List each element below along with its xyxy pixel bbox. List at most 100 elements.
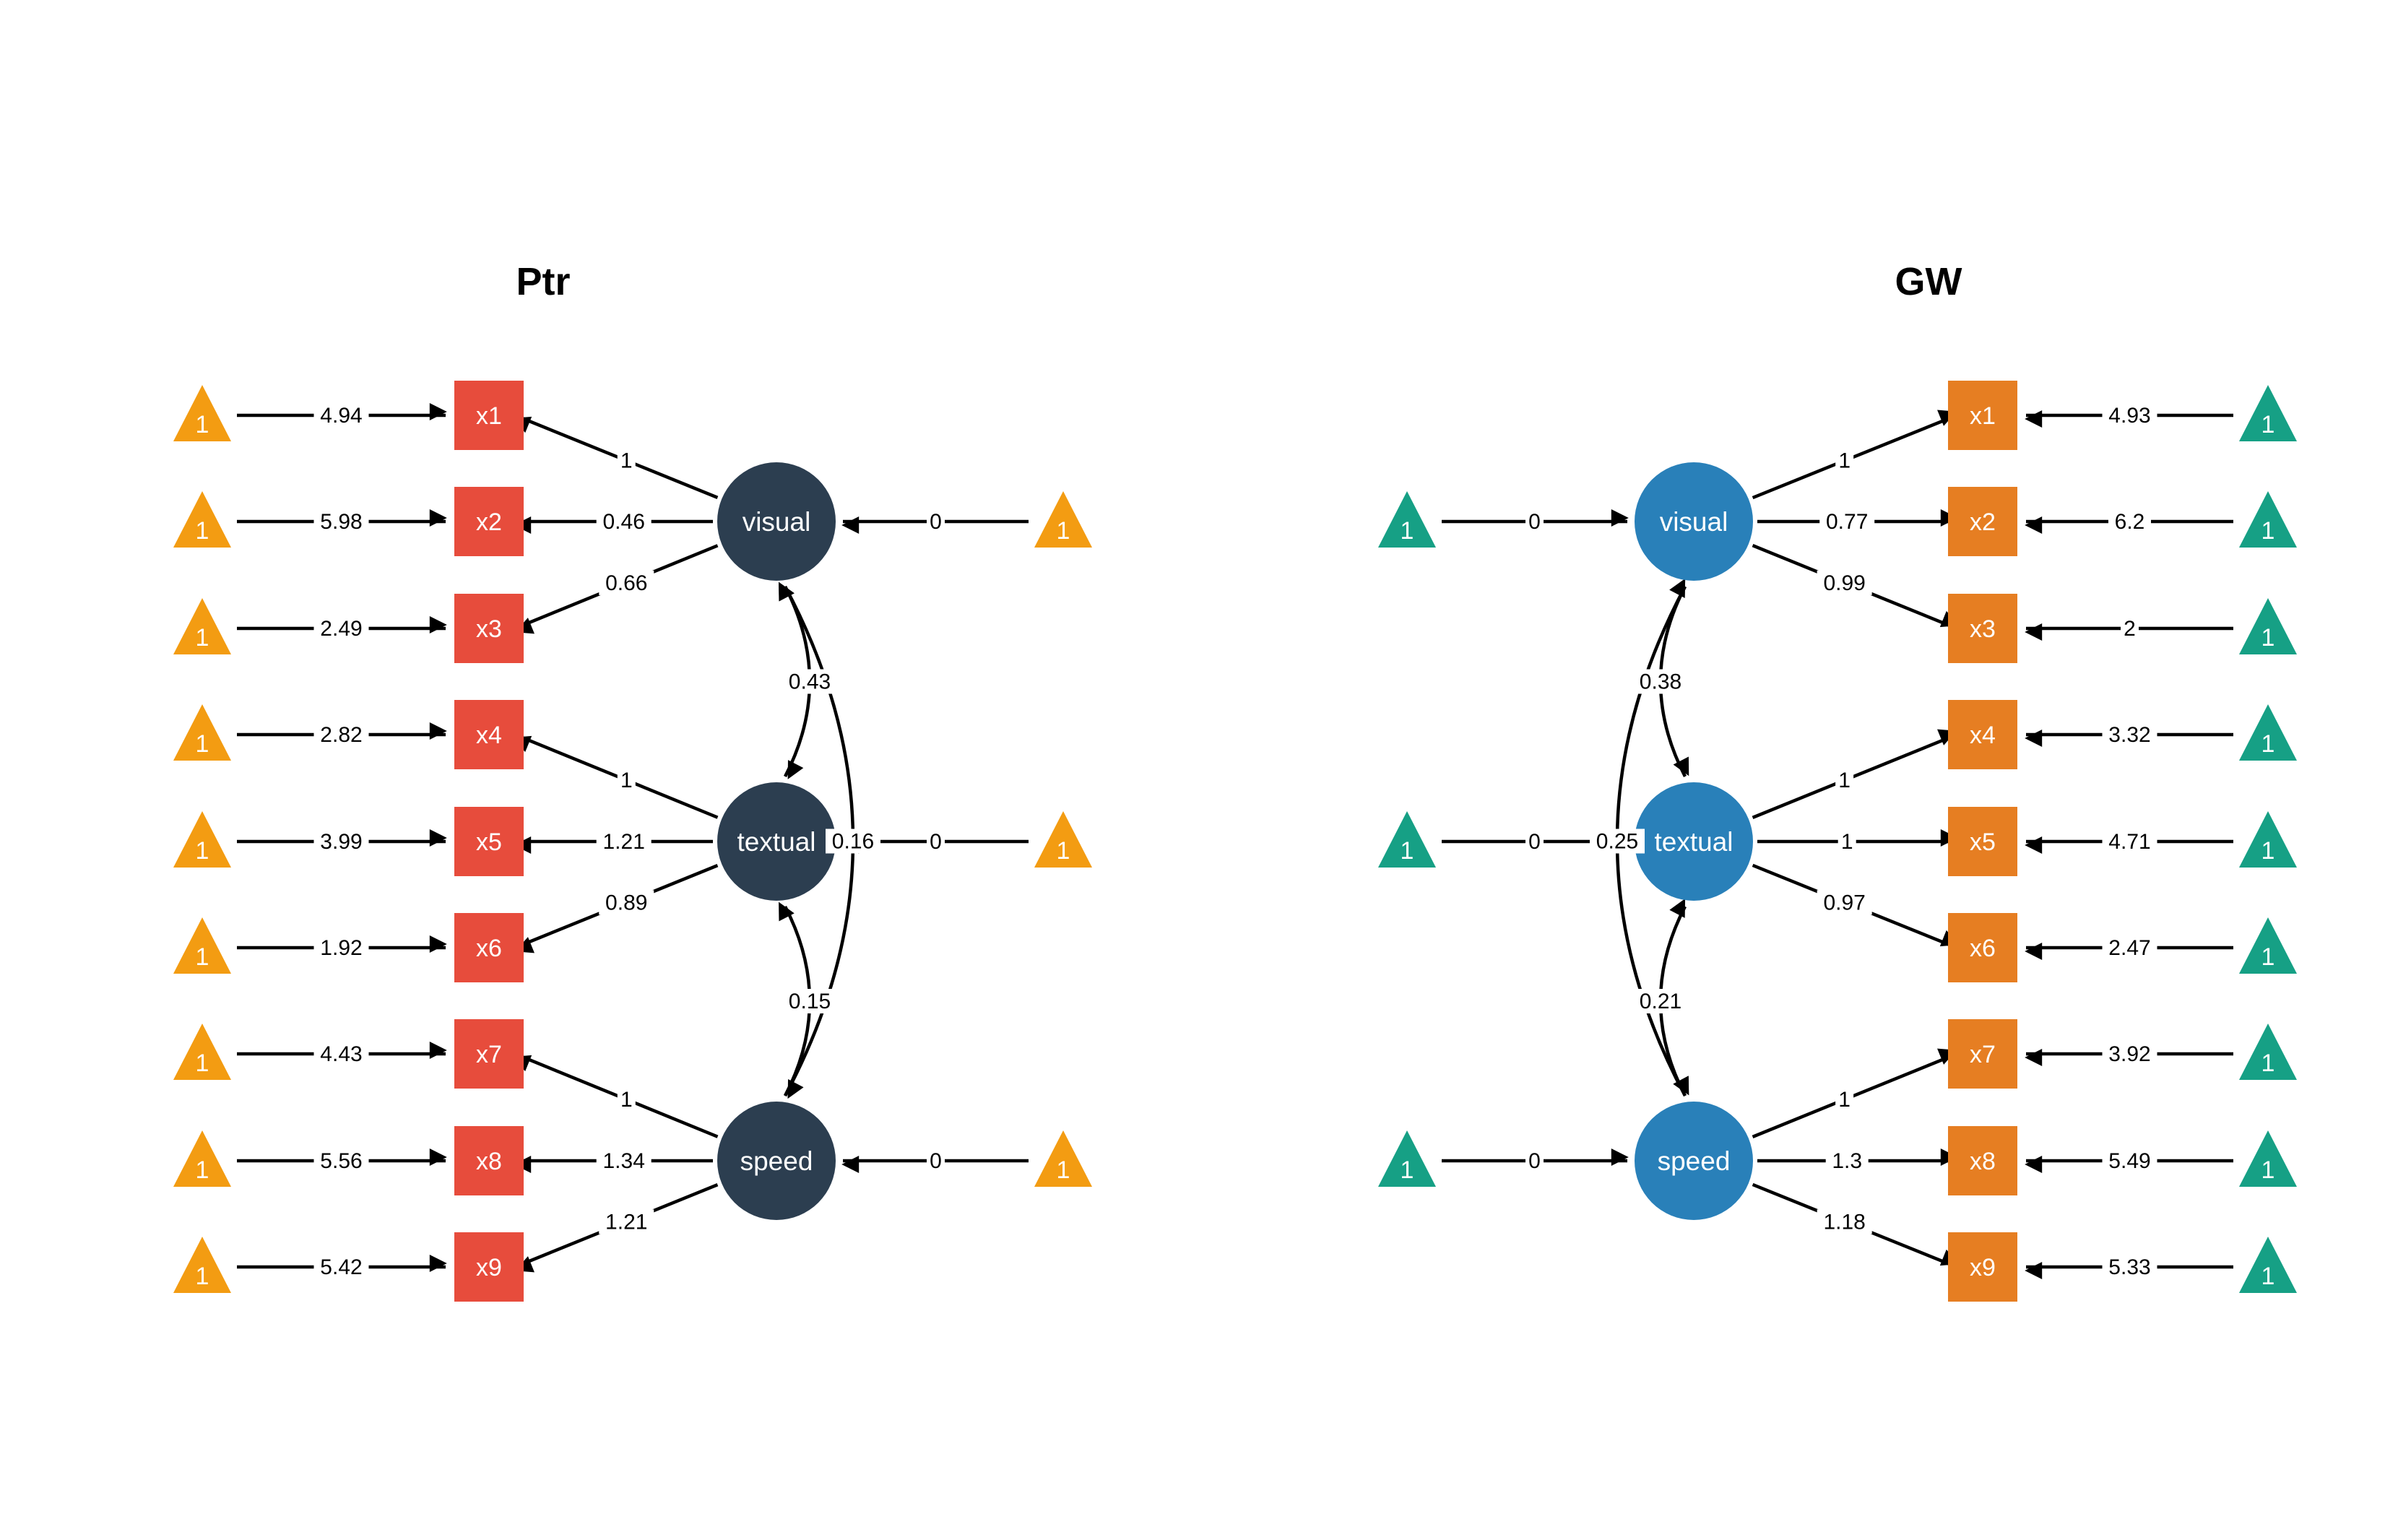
observed-node-x6: x6 — [454, 913, 524, 982]
intercept-triangle-x4-label: 1 — [196, 730, 209, 758]
intercept-label-x7-bg — [313, 1042, 369, 1066]
loading-label-x9: 1.18 — [1817, 1209, 1872, 1234]
mean-triangle-speed: 1 — [1378, 1130, 1436, 1187]
intercept-triangle-x1: 1 — [2239, 385, 2297, 441]
intercept-label-x6: 1.92 — [313, 935, 369, 960]
intercept-label-x8: 5.56 — [313, 1148, 369, 1173]
intercept-label-x6-bg — [313, 935, 369, 960]
mean-label-textual-bg — [927, 829, 945, 854]
intercept-triangle-x6-label: 1 — [196, 943, 209, 971]
intercept-label-x2: 6.2 — [2108, 509, 2151, 534]
intercept-triangle-x5: 1 — [2239, 811, 2297, 868]
covariance-label-visual-textual-bg — [782, 669, 837, 694]
observed-node-x9: x9 — [1948, 1232, 2017, 1302]
covariance-label-visual-speed-text: 0.16 — [832, 830, 874, 854]
observed-box-x9 — [1948, 1232, 2017, 1302]
loading-label-x6-text: 0.89 — [605, 891, 647, 914]
intercept-triangle-x1-label: 1 — [196, 411, 209, 438]
observed-label-x6: x6 — [476, 935, 502, 962]
loading-label-x2-text: 0.46 — [603, 510, 645, 534]
intercept-triangle-x9: 1 — [173, 1237, 231, 1293]
intercept-label-x8-text: 5.56 — [320, 1149, 362, 1173]
loading-label-x5-text: 1.21 — [603, 830, 645, 854]
intercept-triangle-x4-shape — [173, 704, 231, 761]
mean-triangle-visual: 1 — [1034, 491, 1092, 548]
covariance-label-visual-speed-text: 0.25 — [1596, 830, 1638, 854]
covariance-label-visual-speed-bg — [826, 829, 880, 854]
observed-label-x5: x5 — [1970, 829, 1996, 856]
intercept-label-x5-bg — [2102, 829, 2157, 854]
edge-labels-gw: 4.936.223.324.712.473.925.495.3310.770.9… — [1525, 403, 2157, 1279]
panel-ptr: 111111111x1x2x3x4x5x6x7x8x9111visualtext… — [173, 381, 1092, 1302]
observed-box-x8 — [454, 1126, 524, 1195]
latent-label-visual: visual — [743, 507, 811, 537]
observed-label-x9: x9 — [1970, 1254, 1996, 1281]
intercept-triangle-x5-label: 1 — [196, 837, 209, 865]
intercept-label-x2-bg — [2108, 509, 2151, 534]
intercept-label-x2-bg — [313, 509, 369, 534]
mean-label-textual-text: 0 — [930, 830, 942, 854]
intercept-label-x4: 2.82 — [313, 722, 369, 747]
loading-label-x3: 0.99 — [1817, 570, 1872, 595]
intercept-label-x6-bg — [2102, 935, 2157, 960]
loading-edge-textual-x4 — [1752, 729, 1957, 819]
intercept-triangle-x2: 1 — [173, 491, 231, 548]
loading-label-x6: 0.97 — [1817, 890, 1872, 915]
intercept-triangle-x5-shape — [2239, 811, 2297, 868]
intercept-label-x4-text: 2.82 — [320, 723, 362, 747]
loading-label-x9-text: 1.18 — [1823, 1210, 1865, 1234]
intercept-triangle-x9-shape — [2239, 1237, 2297, 1293]
loading-label-x5-bg — [596, 829, 652, 854]
observed-node-x2: x2 — [454, 487, 524, 556]
intercept-triangle-x6-shape — [2239, 917, 2297, 974]
observed-label-x7: x7 — [1970, 1041, 1996, 1068]
loading-label-x6-text: 0.97 — [1823, 891, 1865, 914]
loading-label-x7-text: 1 — [620, 1088, 633, 1112]
loading-label-x9-text: 1.21 — [605, 1210, 647, 1234]
observed-box-x2 — [1948, 487, 2017, 556]
mean-label-visual-text: 0 — [930, 510, 942, 534]
latent-circle-visual — [717, 462, 836, 581]
observed-node-x4: x4 — [1948, 700, 2017, 769]
intercept-label-x4-text: 3.32 — [2108, 723, 2150, 747]
intercept-triangle-x3: 1 — [2239, 598, 2297, 654]
covariance-label-visual-textual: 0.43 — [782, 669, 837, 694]
intercept-label-x8-text: 5.49 — [2108, 1149, 2150, 1173]
loading-edge-visual-x1 — [512, 413, 719, 499]
intercept-label-x1-text: 4.94 — [320, 404, 362, 428]
intercept-label-x3: 2.49 — [313, 616, 369, 641]
covariance-label-textual-speed-bg — [782, 989, 837, 1013]
panel-gw: 111111111x1x2x3x4x5x6x7x8x9111visualtext… — [1378, 381, 2297, 1302]
loading-edge-speed-x7 — [1752, 1048, 1957, 1138]
intercept-label-x6-text: 1.92 — [320, 936, 362, 960]
loading-label-x1: 1 — [1835, 448, 1854, 473]
loading-label-x4-bg — [1835, 768, 1854, 793]
intercept-label-x5: 4.71 — [2102, 829, 2157, 854]
intercept-triangle-x7-shape — [2239, 1024, 2297, 1080]
latent-circle-textual — [1635, 782, 1753, 901]
intercept-triangle-x6-shape — [173, 917, 231, 974]
loading-label-x4-bg — [617, 768, 636, 793]
intercept-label-x7-text: 4.43 — [320, 1042, 362, 1066]
observed-node-x5: x5 — [454, 807, 524, 876]
loading-label-x7-text: 1 — [1838, 1088, 1851, 1112]
loading-label-x4-text: 1 — [1838, 769, 1851, 792]
intercept-triangle-x7: 1 — [173, 1024, 231, 1080]
intercept-label-x1-bg — [313, 403, 369, 428]
intercept-label-x6: 2.47 — [2102, 935, 2157, 960]
intercept-label-x4: 3.32 — [2102, 722, 2157, 747]
observed-label-x5: x5 — [476, 829, 502, 856]
latent-circle-textual — [717, 782, 836, 901]
observed-box-x6 — [454, 913, 524, 982]
observed-box-x4 — [454, 700, 524, 769]
observed-node-x7: x7 — [454, 1019, 524, 1089]
intercept-label-x5-bg — [313, 829, 369, 854]
observed-label-x9: x9 — [476, 1254, 502, 1281]
observed-label-x7: x7 — [476, 1041, 502, 1068]
observed-box-x1 — [1948, 381, 2017, 450]
panel-title-ptr: Ptr — [516, 260, 570, 303]
loading-label-x8-text: 1.3 — [1832, 1149, 1862, 1173]
observed-box-x7 — [1948, 1019, 2017, 1089]
